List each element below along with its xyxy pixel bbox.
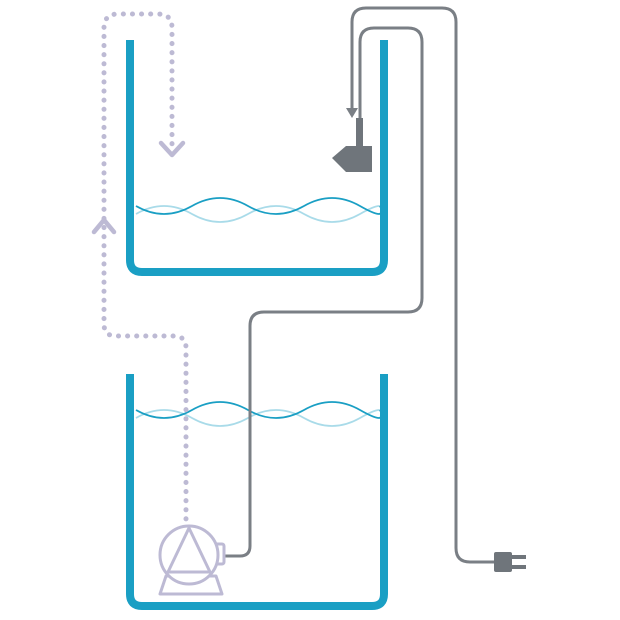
flow-path <box>101 11 189 531</box>
lower-wave-light <box>135 409 383 427</box>
chevron-up-icon <box>91 217 117 235</box>
upper-tank-water <box>135 197 383 223</box>
upper-wave-dark <box>135 197 383 215</box>
level-sensor-icon <box>332 118 372 172</box>
upper-tank <box>126 40 388 276</box>
sensor-cable <box>222 26 424 558</box>
chevron-down-icon <box>158 140 186 158</box>
lower-tank-water <box>135 401 383 427</box>
lower-wave-dark <box>135 401 383 419</box>
cable-arrow-down-icon <box>346 108 358 118</box>
power-cable <box>350 6 494 564</box>
flow-path-line <box>101 11 189 531</box>
power-plug-icon <box>494 552 526 572</box>
lower-tank <box>126 374 388 610</box>
upper-wave-light <box>135 205 383 223</box>
pump-icon <box>158 524 226 596</box>
